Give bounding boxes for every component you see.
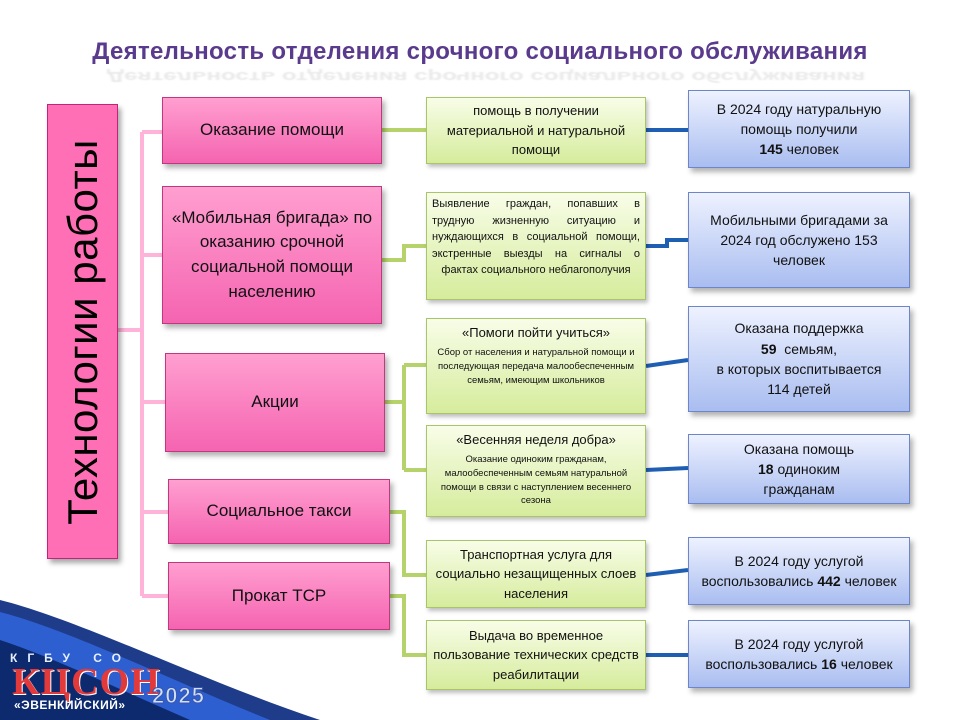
result-action-study: Оказана поддержка 59 семьям, в которых в… <box>688 306 910 412</box>
vertical-label: Технологии работы <box>58 138 106 525</box>
result-unit: одиноким <box>777 460 841 477</box>
detail-text: Транспортная услуга для социально незащи… <box>435 546 637 601</box>
result-text: В 2024 году услугой воспользовались <box>701 552 864 589</box>
detail-action-study: «Помоги пойти учиться» Сбор от населения… <box>426 318 646 414</box>
category-actions: Акции <box>165 353 385 452</box>
result-text: В 2024 году натуральную помощь получили <box>716 100 882 137</box>
result-text: 114 детей <box>767 381 831 398</box>
blue-connectors <box>645 128 689 657</box>
result-number: 442 <box>817 573 841 589</box>
result-text: в которых воспитывается <box>716 361 882 377</box>
category-rental: Прокат ТСР <box>168 562 390 630</box>
page-title: Деятельность отделения срочного социальн… <box>92 38 868 65</box>
result-unit: человек <box>844 573 897 589</box>
category-label: Социальное такси <box>206 501 352 521</box>
logo-org-type: КГБУ СО <box>10 651 131 665</box>
detail-text: Оказание одиноким гражданам, малообеспеч… <box>440 454 632 507</box>
result-rental: В 2024 году услугой воспользовались 16 ч… <box>688 620 910 688</box>
category-label: Оказание помощи <box>200 120 344 140</box>
logo-swoosh-deep <box>0 640 190 720</box>
detail-text: Выявление граждан, попавших в трудную жи… <box>432 198 640 276</box>
detail-taxi: Транспортная услуга для социально незащи… <box>426 540 646 608</box>
detail-title: «Помоги пойти учиться» <box>462 325 610 340</box>
category-label: «Мобильная бригада» по оказанию срочной … <box>171 207 373 301</box>
result-action-spring: Оказана помощь 18 одиноким гражданам <box>688 434 910 504</box>
logo-year: 2025 <box>152 683 205 709</box>
detail-text: Выдача во временное пользование техничес… <box>433 627 639 682</box>
result-taxi: В 2024 году услугой воспользовались 442 … <box>688 537 910 605</box>
category-help: Оказание помощи <box>162 97 382 164</box>
result-text: Оказана поддержка <box>734 320 864 337</box>
result-text: гражданам <box>763 481 835 498</box>
detail-rental: Выдача во временное пользование техничес… <box>426 620 646 690</box>
logo-subtitle: «ЭВЕНКИЙСКИЙ» <box>14 698 126 712</box>
vertical-label-box: Технологии работы <box>47 104 118 559</box>
result-unit: человек <box>786 141 839 158</box>
category-mobile: «Мобильная бригада» по оказанию срочной … <box>162 186 382 324</box>
result-number: 145 <box>759 141 783 158</box>
result-unit: человек <box>840 656 893 672</box>
detail-text: помощь в получении материальной и натура… <box>446 103 626 158</box>
result-text: Мобильными бригадами за 2024 год обслуже… <box>710 211 888 269</box>
result-number: 59 <box>760 340 777 357</box>
green-connectors <box>382 128 426 657</box>
detail-text: Сбор от населения и натуральной помощи и… <box>437 347 635 386</box>
category-label: Прокат ТСР <box>231 585 327 605</box>
detail-help: помощь в получении материальной и натура… <box>426 97 646 164</box>
logo-main: КЦСОН <box>12 661 161 703</box>
result-text: В 2024 году услугой воспользовались <box>705 635 864 672</box>
category-taxi: Социальное такси <box>168 479 390 544</box>
pink-tree <box>118 130 168 598</box>
result-mobile: Мобильными бригадами за 2024 год обслуже… <box>688 192 910 288</box>
detail-action-spring: «Весенняя неделя добра» Оказание одиноки… <box>426 425 646 517</box>
result-unit: семьям, <box>784 340 838 357</box>
result-number: 18 <box>757 460 774 477</box>
detail-mobile: Выявление граждан, попавших в трудную жи… <box>426 192 646 300</box>
result-text: Оказана помощь <box>743 440 855 457</box>
result-help: В 2024 году натуральную помощь получили … <box>688 90 910 168</box>
page-title-reflection: Деятельность отделения срочного социальн… <box>106 68 866 85</box>
detail-title: «Весенняя неделя добра» <box>456 432 616 447</box>
result-number: 16 <box>821 656 837 672</box>
category-label: Акции <box>251 392 299 412</box>
